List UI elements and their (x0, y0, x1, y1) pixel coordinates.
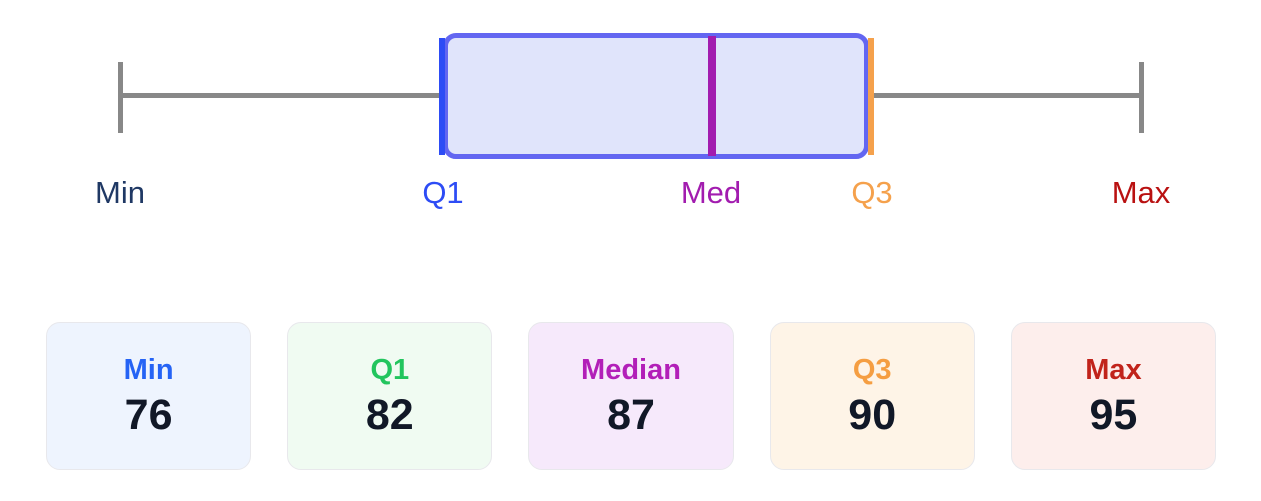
axis-label-min: Min (95, 175, 145, 210)
axis-label-max: Max (1111, 175, 1171, 210)
stat-card-q1[interactable]: Q1 82 (287, 322, 493, 470)
right-whisker-line (874, 93, 1141, 98)
max-whisker-cap (1139, 62, 1144, 133)
axis-label-median: Med (680, 175, 742, 210)
stat-card-median-label: Median (581, 354, 681, 386)
axis-label-q3: Q3 (851, 175, 893, 210)
stat-card-median-value: 87 (607, 391, 655, 439)
stat-card-q3[interactable]: Q3 90 (769, 322, 975, 470)
axis-label-q1: Q1 (422, 175, 464, 210)
box-plot-diagram: Min Q1 Med Q3 Max (0, 0, 1261, 230)
summary-stat-cards: Min 76 Q1 82 Median 87 Q3 90 Max 95 (46, 322, 1217, 470)
interquartile-box (443, 33, 869, 159)
stat-card-q3-value: 90 (848, 391, 897, 439)
min-whisker-cap (118, 62, 123, 133)
stat-card-min[interactable]: Min 76 (46, 322, 252, 470)
left-whisker-line (120, 93, 443, 98)
stat-card-max-value: 95 (1089, 391, 1138, 439)
q3-marker-line (868, 38, 874, 155)
stat-card-max[interactable]: Max 95 (1010, 322, 1217, 470)
stat-card-min-label: Min (123, 354, 174, 386)
stat-card-q1-label: Q1 (370, 354, 410, 386)
stat-card-q1-value: 82 (365, 391, 414, 439)
median-marker-line (708, 36, 716, 156)
stat-card-median[interactable]: Median 87 (528, 322, 734, 470)
stat-card-min-value: 76 (124, 391, 173, 439)
stat-card-q3-label: Q3 (852, 354, 892, 386)
q1-marker-line (439, 38, 445, 155)
stat-card-max-label: Max (1085, 354, 1142, 386)
